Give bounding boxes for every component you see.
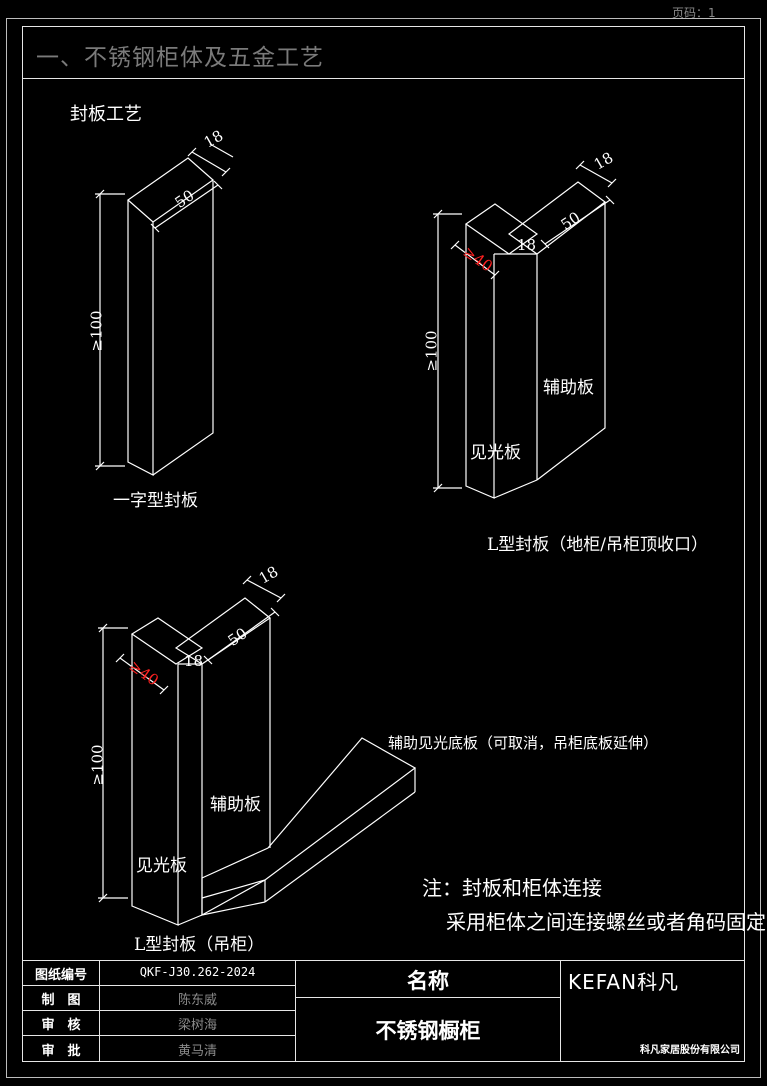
product-name: 不锈钢橱柜 <box>375 1018 481 1043</box>
figure3-return-dimension <box>115 653 169 695</box>
drawn-by-label: 制 图 <box>41 993 81 1008</box>
figure3-panel <box>130 597 417 926</box>
drawn-by: 陈东威 <box>177 993 217 1008</box>
figure3-aux-label: 辅助板 <box>210 795 261 815</box>
figure3-thickness2-label: 18 <box>184 652 204 670</box>
figure3-height-label: ≥100 <box>88 744 107 786</box>
drawing-number-label: 图纸编号 <box>34 968 87 983</box>
figure3-face-label: 见光板 <box>136 856 187 876</box>
figure2-thickness-dimension <box>575 160 617 188</box>
figure2-face-label: 见光板 <box>470 443 521 463</box>
figure2-panel <box>464 181 606 499</box>
note-line-1: 注：封板和柜体连接 <box>422 876 602 900</box>
figure1-width-dimension <box>150 180 223 233</box>
figure3-thickness-dimension <box>242 575 286 603</box>
figure1-caption: 一字型封板 <box>113 491 198 511</box>
figure3-bottom-board-label: 辅助见光底板（可取消，吊柜底板延伸） <box>388 734 659 752</box>
figure2-height-label: ≥100 <box>422 330 441 372</box>
figure2-width-dimension <box>540 195 615 249</box>
figure2-height-dimension <box>433 209 462 493</box>
header-divider <box>22 78 745 79</box>
page-title: 一、不锈钢柜体及五金工艺 <box>36 45 324 71</box>
outer-frame <box>6 18 761 1078</box>
name-label: 名称 <box>407 968 449 993</box>
page-number: 页码：1 <box>672 6 716 20</box>
figure3-width-dimension <box>203 607 280 665</box>
figure1-thickness-dimension <box>187 143 234 177</box>
figure1-height-dimension <box>95 189 125 471</box>
approved-by: 黄马清 <box>177 1044 217 1059</box>
figure1-height-label: ≥100 <box>87 310 106 352</box>
figure3-caption: L型封板（吊柜） <box>134 935 265 955</box>
figure2-thickness2-label: 18 <box>517 236 537 254</box>
section-label: 封板工艺 <box>70 104 142 125</box>
approved-by-label: 审 批 <box>41 1044 81 1059</box>
figure2-aux-label: 辅助板 <box>543 378 594 398</box>
checked-by: 梁树海 <box>177 1018 217 1033</box>
company-logo: KEFAN科凡 <box>568 970 680 994</box>
figure2-caption: L型封板（地柜/吊柜顶收口） <box>487 535 709 555</box>
drawing-number: QKF-J30.262-2024 <box>139 965 256 979</box>
figure3-height-dimension <box>98 623 128 903</box>
figure1-panel <box>127 157 214 476</box>
note-line-2: 采用柜体之间连接螺丝或者角码固定； <box>446 910 767 934</box>
company-name: 科凡家居股份有限公司 <box>640 1045 740 1056</box>
figure2-return-dimension <box>450 240 500 280</box>
checked-by-label: 审 核 <box>41 1018 81 1033</box>
